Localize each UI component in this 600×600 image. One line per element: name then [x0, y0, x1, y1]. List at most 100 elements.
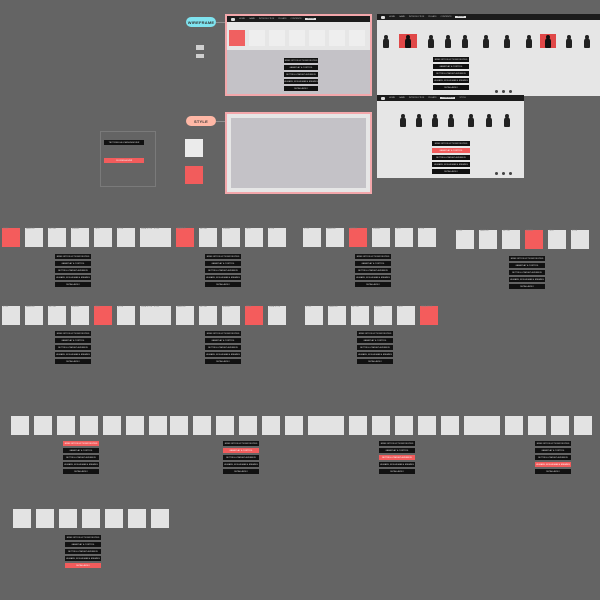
menu-item[interactable]: HUMANS, NON-HUMAN & ENEMIES [357, 352, 393, 357]
tile[interactable] [34, 416, 52, 435]
tile[interactable]: ENEMIES [372, 228, 390, 247]
tile[interactable] [574, 416, 592, 435]
menu-item[interactable]: BRIEF INTRODUCTION/SYNOPSIS [205, 331, 241, 336]
menu-item[interactable]: SETTING & TARGET AUDIENCE [355, 268, 391, 273]
menu-item[interactable]: BRIEF INTRODUCTION/SYNOPSIS [379, 441, 415, 446]
tile[interactable] [239, 416, 257, 435]
tile[interactable] [326, 416, 344, 435]
menu-item[interactable]: SETTING & TARGET AUDIENCE [63, 455, 99, 460]
menu-item[interactable]: HUMANS, NON-HUMAN & ENEMIES [509, 277, 545, 282]
menu-item[interactable]: BRIEF INTRODUCTION/SYNOPSIS [55, 254, 91, 259]
nav-item-active[interactable]: STYLE [455, 16, 465, 18]
menu-item[interactable]: HUMANS, NON-HUMAN & ENEMIES [433, 78, 469, 83]
character-icon-selected[interactable] [540, 34, 556, 48]
nav-item[interactable]: PILLARS [428, 97, 436, 99]
tile[interactable]: TECH [395, 228, 413, 247]
menu-item[interactable]: BRIEF INTRODUCTION/SYNOPSIS [357, 331, 393, 336]
nav-item[interactable]: GAME [399, 97, 405, 99]
menu-item-hover[interactable]: GAMEPLAY & CONTROL [223, 448, 259, 453]
menu-item[interactable]: BRIEF INTRODUCTION/SYNOPSIS [223, 441, 259, 446]
nav-item[interactable]: INTRODUCTION [259, 18, 274, 20]
menu-item[interactable]: DETAIL AUDIO [433, 85, 469, 90]
tile[interactable]: SETTING [48, 228, 66, 247]
tile[interactable]: SETTING [502, 230, 520, 249]
menu-item[interactable]: DETAIL AUDIO [223, 469, 259, 474]
menu-item[interactable]: HUMANS, NON-HUMAN & ENEMIES [205, 275, 241, 280]
menu-item[interactable]: BRIEF INTRODUCTION/SYNOPSIS [55, 331, 91, 336]
menu-tile[interactable] [289, 30, 305, 46]
tile[interactable]: SETTING [351, 306, 369, 325]
menu-item[interactable]: BRIEF INTRODUCTION/SYNOPSIS [433, 57, 469, 62]
menu-item[interactable]: BRIEF INTRODUCTION/SYNOPSIS [205, 254, 241, 259]
tile[interactable]: GAMEPLAY [176, 306, 194, 325]
menu-item[interactable]: GAMEPLAY & CONTROL [63, 448, 99, 453]
character-icon[interactable] [459, 34, 471, 48]
social-icon[interactable] [502, 172, 505, 175]
menu-item[interactable]: HUMANS, NON-HUMAN & ENEMIES [432, 162, 470, 167]
tile[interactable] [151, 509, 169, 528]
menu-item[interactable]: SETTING & TARGET AUDIENCE [357, 345, 393, 350]
tile[interactable]: GAMEPLAY [328, 306, 346, 325]
tile[interactable] [482, 416, 500, 435]
tile[interactable]: STORY [2, 228, 20, 247]
menu-item[interactable]: HUMANS, NON-HUMAN & ENEMIES [223, 462, 259, 467]
tile[interactable]: STORY [456, 230, 474, 249]
tile[interactable] [216, 416, 234, 435]
character-icon[interactable] [581, 34, 593, 48]
tile[interactable]: STYLE [571, 230, 589, 249]
menu-item[interactable]: HUMANS, NON-HUMAN & ENEMIES [63, 462, 99, 467]
menu-item[interactable]: GAMEPLAY & CONTROL [509, 263, 545, 268]
tile[interactable]: STORY [305, 306, 323, 325]
menu-item[interactable]: DETAIL AUDIO [355, 282, 391, 287]
character-icon[interactable] [480, 34, 492, 48]
social-icon[interactable] [509, 172, 512, 175]
menu-tile[interactable] [249, 30, 265, 46]
nav-item-active[interactable]: CONTENTS [440, 97, 455, 99]
menu-tile[interactable] [269, 30, 285, 46]
tile[interactable]: GAMEPLAY [176, 228, 194, 247]
tile[interactable] [59, 509, 77, 528]
menu-item[interactable]: DETAIL AUDIO [357, 359, 393, 364]
menu-item[interactable]: GAMEPLAY & CONTROL [55, 338, 91, 343]
character-icon[interactable] [442, 34, 454, 48]
tile[interactable]: TECH [397, 306, 415, 325]
flow-label-wireframe[interactable]: WIREFRAME [186, 17, 216, 27]
tile[interactable] [126, 416, 144, 435]
menu-item[interactable]: BRIEF INTRODUCTION/SYNOPSIS [535, 441, 571, 446]
tile[interactable] [285, 416, 303, 435]
tile[interactable] [149, 416, 167, 435]
tile[interactable]: VISUAL STYLE [268, 306, 286, 325]
menu-item[interactable]: GAMEPLAY & CONTROL [65, 542, 101, 547]
tile[interactable]: STYLE [117, 228, 135, 247]
menu-item-hover[interactable]: BRIEF INTRODUCTION/SYNOPSIS [63, 441, 99, 446]
menu-item[interactable]: DETAIL AUDIO [535, 469, 571, 474]
menu-item[interactable]: DETAIL AUDIO [55, 282, 91, 287]
menu-item[interactable]: BRIEF INTRODUCTION/SYNOPSIS [65, 535, 101, 540]
tile[interactable]: STYLE [117, 306, 135, 325]
tile[interactable]: STORY [153, 228, 171, 247]
tile[interactable]: GAMEPLAY [479, 230, 497, 249]
tile[interactable]: ENEMIES [71, 306, 89, 325]
tile[interactable]: VISUAL STYLE [420, 306, 438, 325]
tile[interactable]: ENEMIES [525, 230, 543, 249]
menu-item[interactable]: DETAIL AUDIO [509, 284, 545, 289]
tile[interactable]: STYLE [245, 306, 263, 325]
character-icon[interactable] [413, 113, 425, 127]
tile[interactable]: SETTING [199, 306, 217, 325]
nav-item-active[interactable]: STYLE [305, 18, 315, 20]
tile[interactable] [464, 416, 482, 435]
menu-item-hover[interactable]: DETAIL AUDIO [65, 563, 101, 568]
menu-item-hover[interactable]: GAMEPLAY & CONTROL [432, 148, 470, 153]
nav-item[interactable]: INTRODUCTION [409, 16, 424, 18]
menu-item[interactable]: SETTING & TARGET AUDIENCE [535, 455, 571, 460]
nav-item[interactable]: HOME [239, 18, 245, 20]
menu-item[interactable]: SETTING & TARGET AUDIENCE [284, 72, 318, 77]
menu-item[interactable]: HUMANS, NON-HUMAN & ENEMIES [355, 275, 391, 280]
tile[interactable] [82, 509, 100, 528]
menu-item[interactable]: GAMEPLAY & CONTROL [535, 448, 571, 453]
tile[interactable] [262, 416, 280, 435]
menu-item[interactable]: SETTING & TARGET AUDIENCE [205, 268, 241, 273]
menu-item[interactable]: SETTING & TARGET AUDIENCE [509, 270, 545, 275]
character-icon[interactable] [563, 34, 575, 48]
social-icon[interactable] [495, 172, 498, 175]
